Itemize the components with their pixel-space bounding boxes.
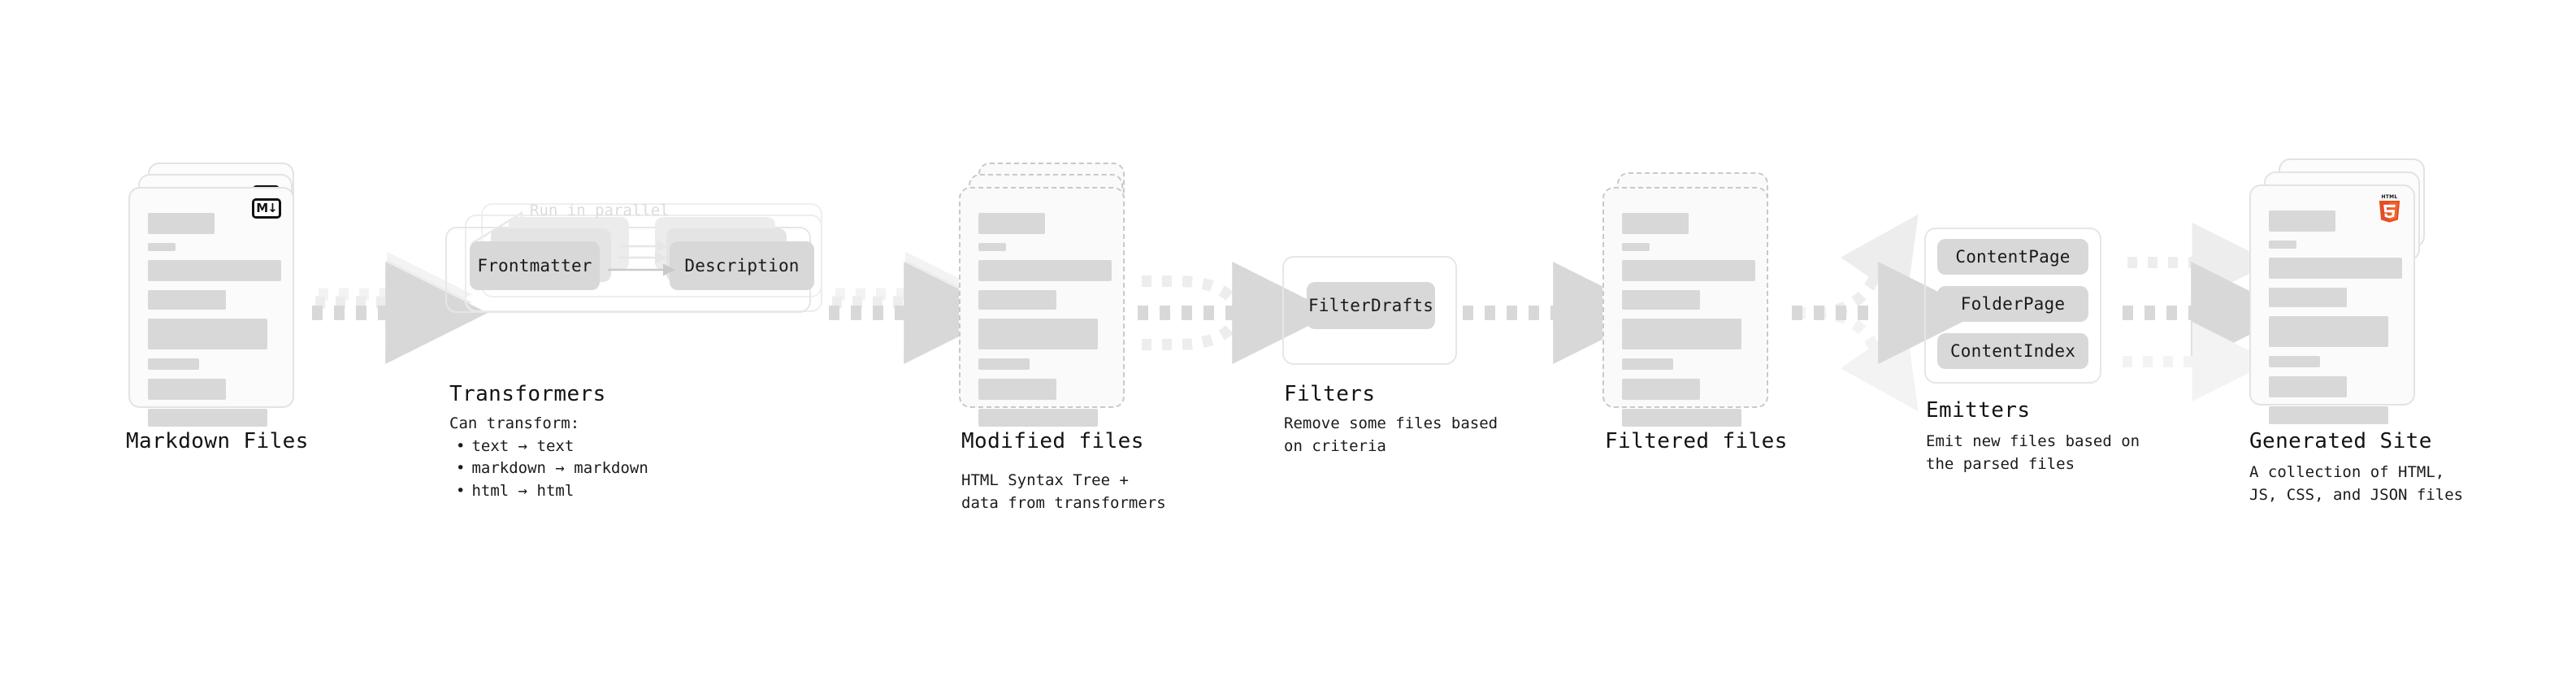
content-bar	[2269, 316, 2388, 347]
site-card-front[interactable]: HTML	[2249, 184, 2415, 424]
content-bar	[148, 260, 281, 281]
content-bar	[1622, 260, 1755, 281]
content-bar	[2269, 356, 2320, 367]
content-bar	[1622, 213, 1689, 234]
emitter-chip-contentpage[interactable]: ContentPage	[1937, 239, 2088, 275]
content-bar	[2269, 258, 2402, 279]
html5-badge-glyph: HTML	[2379, 194, 2400, 223]
markdown-file-stack: M↓ M↓ M↓	[128, 163, 315, 431]
markdown-card-front[interactable]: M↓	[128, 187, 294, 427]
content-bar	[2269, 210, 2335, 232]
emitter-chip-contentindex[interactable]: ContentIndex	[1937, 333, 2088, 369]
filtered-files-title: Filtered files	[1605, 429, 1788, 453]
content-bar	[978, 290, 1056, 310]
modified-card-front[interactable]	[959, 187, 1125, 427]
generated-site-title: Generated Site	[2249, 429, 2432, 453]
content-bar	[148, 409, 267, 427]
content-bar	[978, 260, 1112, 281]
content-bar	[148, 319, 267, 349]
emitters-subtitle: Emit new files based on the parsed files	[1926, 432, 2140, 473]
connector-filtered-to-emitters	[1792, 214, 1981, 412]
content-bar	[1622, 358, 1673, 370]
filters-title: Filters	[1284, 382, 1376, 406]
transformers-transform-list: text → text markdown → markdown html → h…	[449, 436, 648, 503]
content-bar	[1622, 319, 1741, 349]
md-badge-text: M↓	[252, 198, 281, 219]
content-bar	[2269, 376, 2347, 397]
stage-filters: FilterDrafts	[1282, 256, 1461, 370]
content-bar	[148, 243, 176, 251]
stage-transformers: Frontmatter Description Frontmatter Desc…	[445, 203, 852, 354]
filtered-card-front[interactable]	[1602, 187, 1768, 427]
content-bar	[978, 243, 1006, 251]
transform-item: markdown → markdown	[449, 458, 648, 480]
run-in-parallel-label: Run in parallel	[530, 202, 670, 219]
content-bar	[148, 213, 215, 234]
content-bar	[978, 213, 1045, 234]
content-bar	[2269, 241, 2296, 249]
markdown-badge-front: M↓	[252, 198, 281, 219]
generated-site-stack: CSS	[2249, 158, 2444, 435]
modified-card-content	[961, 189, 1123, 427]
content-bar	[978, 358, 1030, 370]
modified-files-subtitle: HTML Syntax Tree + data from transformer…	[961, 471, 1166, 512]
content-bar	[978, 319, 1098, 349]
filtered-file-stack	[1602, 163, 1789, 431]
stage-modified-files	[959, 163, 1146, 431]
transform-item: html → html	[449, 480, 648, 503]
content-bar	[2269, 288, 2347, 307]
content-bar	[1622, 409, 1741, 427]
content-bar	[1622, 379, 1700, 400]
stage-generated-site: CSS	[2249, 158, 2444, 435]
content-bar	[978, 409, 1098, 427]
transformers-title: Transformers	[449, 382, 606, 406]
markdown-files-title: Markdown Files	[126, 429, 309, 453]
modified-files-title: Modified files	[961, 429, 1144, 453]
emitters-title: Emitters	[1926, 398, 2031, 423]
connector-emitters-to-site	[2123, 223, 2294, 401]
content-bar	[1622, 243, 1650, 251]
stage-filtered-files	[1602, 163, 1789, 431]
transformer-chip-description[interactable]: Description	[670, 241, 814, 290]
transform-item: text → text	[449, 436, 648, 458]
filter-chip-filterdrafts[interactable]: FilterDrafts	[1307, 282, 1435, 329]
emitter-chip-folderpage[interactable]: FolderPage	[1937, 286, 2088, 322]
filtered-card-content	[1604, 189, 1767, 427]
stage-emitters: ContentPage FolderPage ContentIndex	[1924, 228, 2111, 390]
filters-subtitle: Remove some files based on criteria	[1284, 414, 1498, 455]
html5-badge: HTML	[2377, 193, 2402, 223]
stage-markdown-files: M↓ M↓ M↓	[128, 163, 315, 431]
site-card-content	[2251, 186, 2413, 424]
emitters-group[interactable]	[1924, 228, 2101, 384]
content-bar	[2269, 406, 2388, 424]
transformers-subtitle-head: Can transform:	[449, 414, 580, 432]
connector-modified-to-filters	[1138, 262, 1335, 364]
filters-group[interactable]	[1282, 256, 1457, 365]
modified-file-stack	[959, 163, 1146, 431]
generated-site-subtitle: A collection of HTML, JS, CSS, and JSON …	[2249, 463, 2464, 504]
content-bar	[978, 379, 1056, 400]
markdown-card-content	[130, 189, 293, 427]
transformer-internal-arrows	[608, 240, 675, 276]
content-bar	[148, 379, 226, 400]
content-bar	[148, 358, 199, 370]
svg-text:HTML: HTML	[2382, 194, 2398, 200]
connector-markdown-to-transformers	[312, 251, 488, 364]
transformer-chip-frontmatter[interactable]: Frontmatter	[470, 241, 600, 290]
content-bar	[148, 290, 226, 310]
transformers-subtitle: Can transform: text → text markdown → ma…	[449, 413, 648, 502]
content-bar	[1622, 290, 1700, 310]
